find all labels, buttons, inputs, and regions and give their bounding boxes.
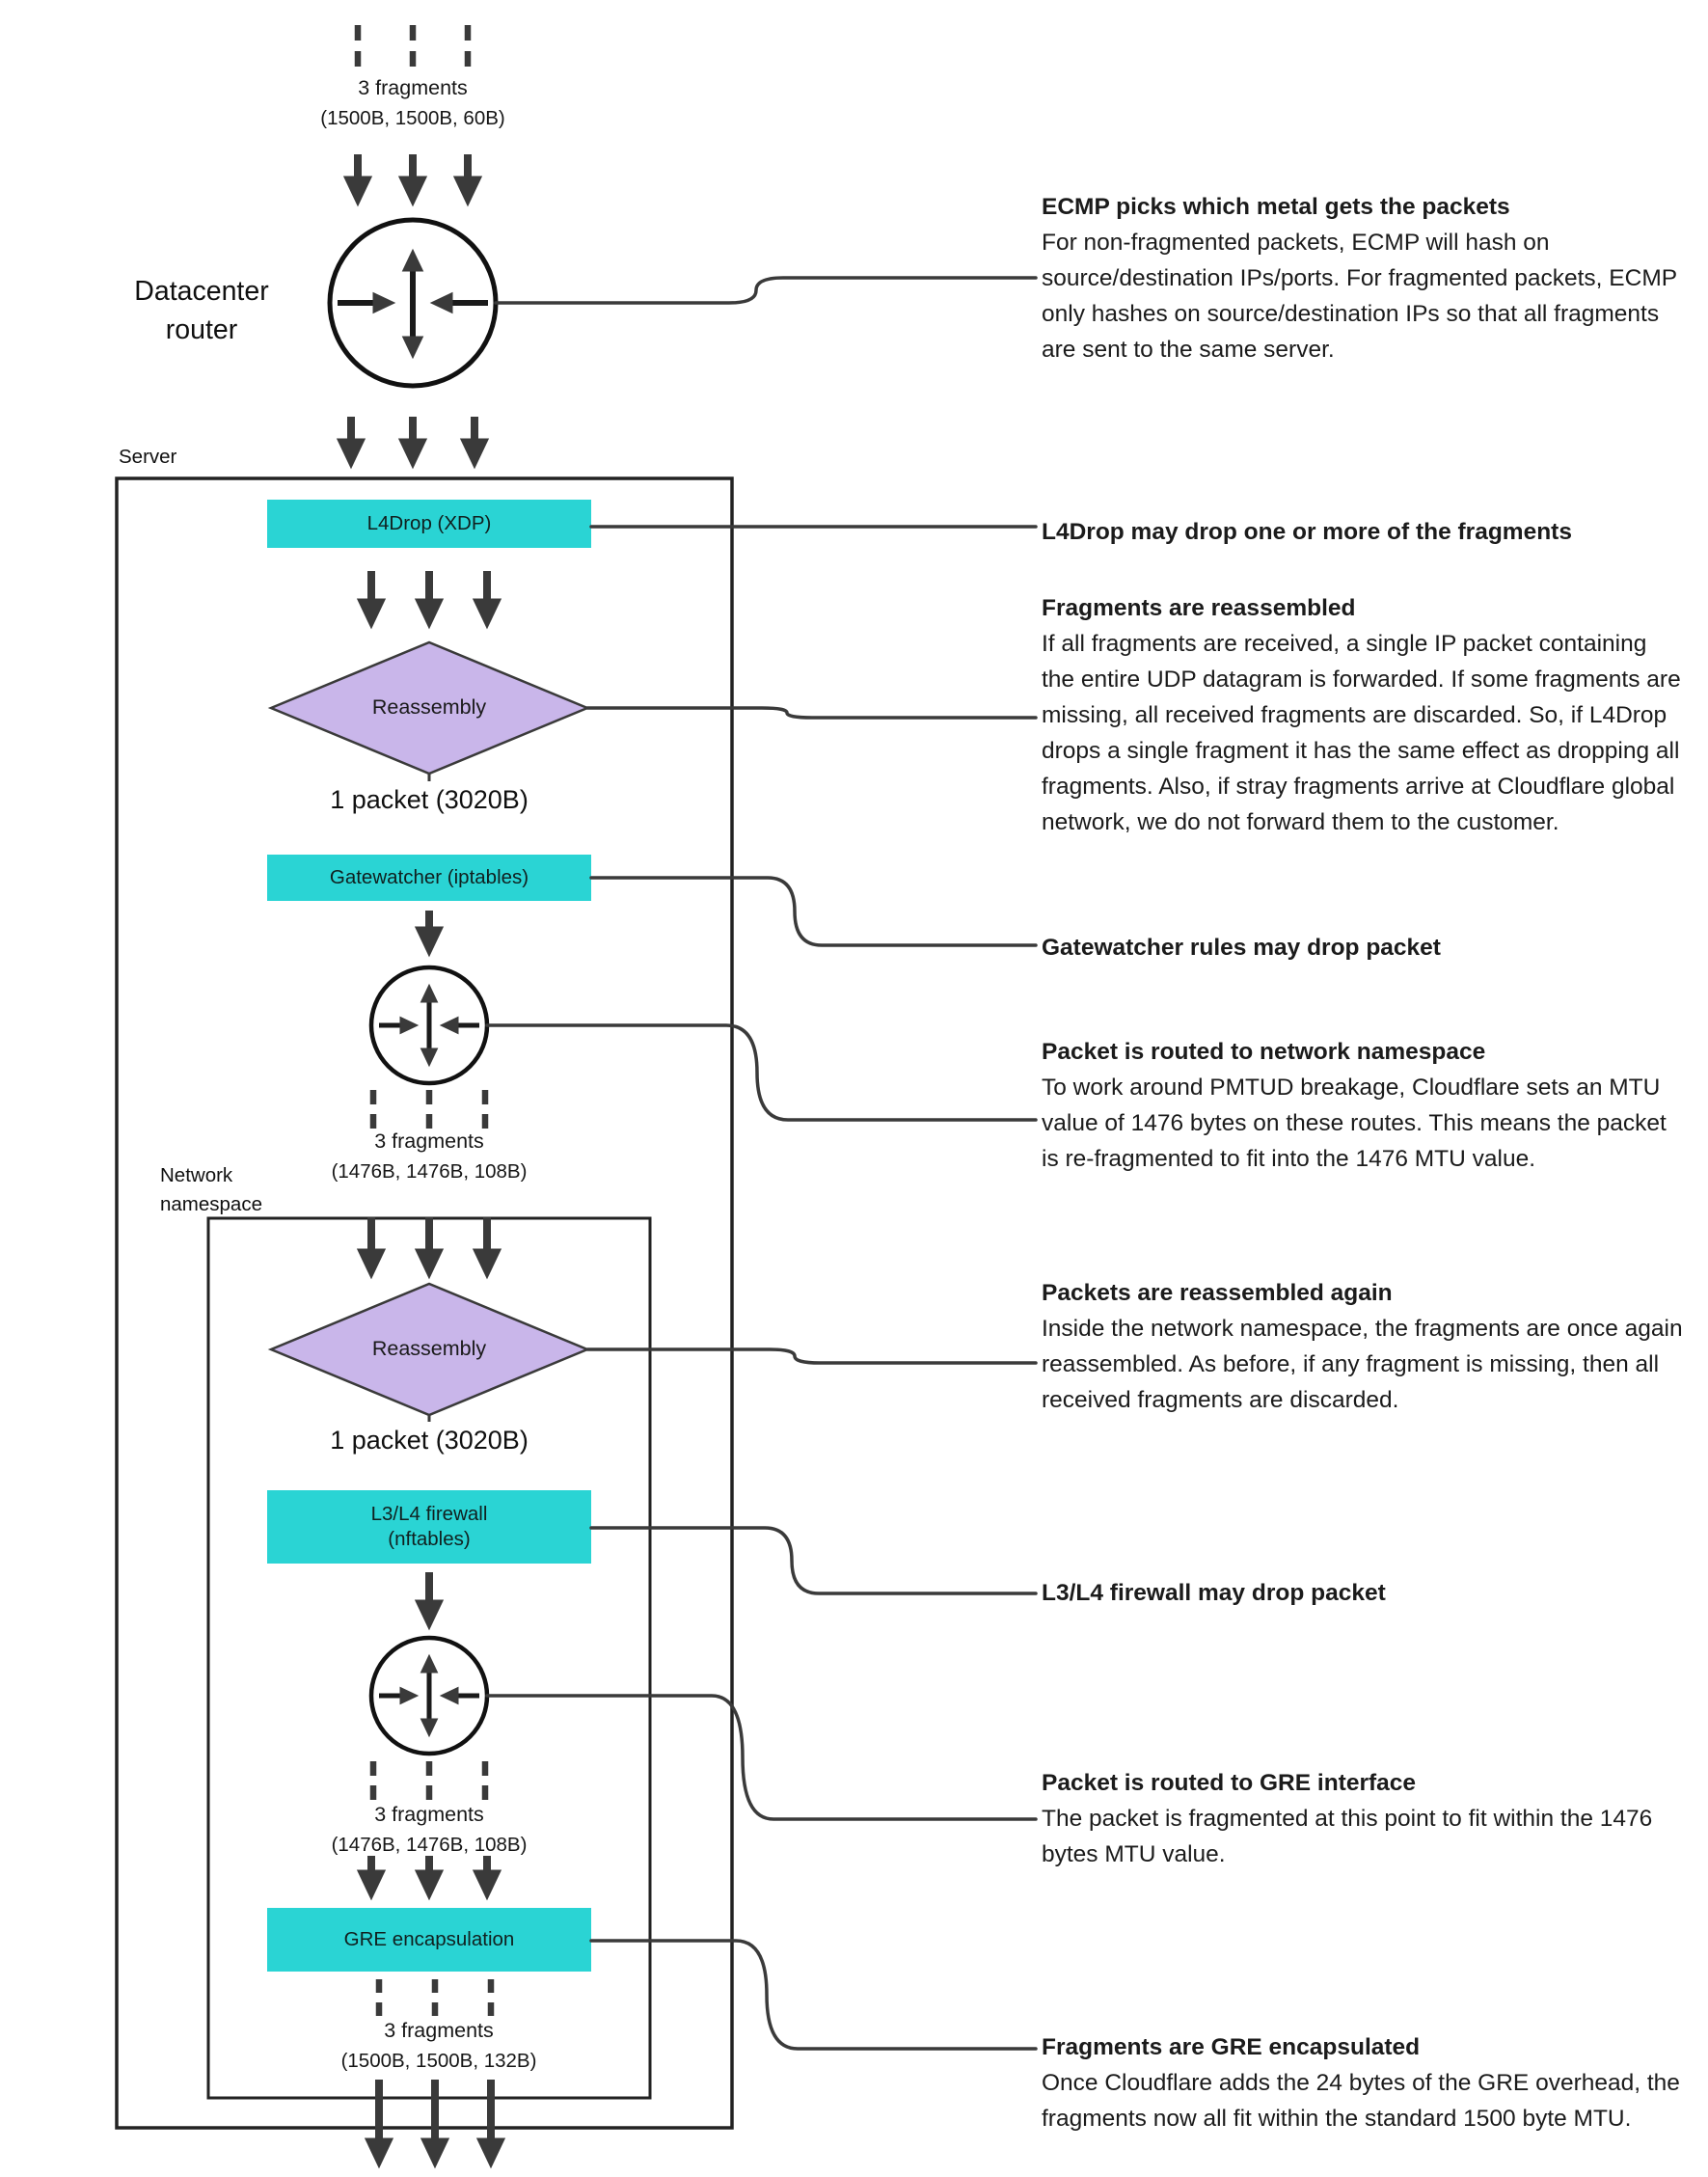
fragment-sizes: (1476B, 1476B, 108B) — [331, 1834, 528, 1856]
fragment-count: 3 fragments — [374, 1129, 484, 1153]
annotation-body: To work around PMTUD breakage, Cloudflar… — [1042, 1075, 1667, 1172]
fragment-count: 3 fragments — [358, 76, 468, 99]
network-namespace-label: Network namespace — [160, 1164, 262, 1215]
datacenter-router-label: Datacenter router — [134, 276, 269, 345]
fragments-label-encapsulated: 3 fragments (1500B, 1500B, 132B) — [294, 2018, 583, 2074]
annotation-body: For non-fragmented packets, ECMP will ha… — [1042, 230, 1677, 363]
packet-label-1: 1 packet (3020B) — [330, 785, 529, 814]
fragment-count: 3 fragments — [384, 2019, 494, 2042]
annotation-body: The packet is fragmented at this point t… — [1042, 1806, 1653, 1867]
reassembly-label-2: Reassembly — [371, 1337, 487, 1360]
fragments-label-namespace-in: 3 fragments (1476B, 1476B, 108B) — [285, 1129, 574, 1184]
annotation-body: Once Cloudflare adds the 24 bytes of the… — [1042, 2070, 1680, 2132]
annotation-gre-encapsulated: Fragments are GRE encapsulated Once Clou… — [1042, 2029, 1683, 2136]
annotation-title: Packet is routed to network namespace — [1042, 1039, 1486, 1065]
fragment-sizes: (1476B, 1476B, 108B) — [331, 1160, 528, 1183]
annotation-title: Fragments are reassembled — [1042, 595, 1356, 621]
fragment-count: 3 fragments — [374, 1803, 484, 1826]
fragments-label-gre-in: 3 fragments (1476B, 1476B, 108B) — [285, 1802, 574, 1858]
annotation-ecmp: ECMP picks which metal gets the packets … — [1042, 189, 1683, 367]
annotation-reassembled: Fragments are reassembled If all fragmen… — [1042, 590, 1683, 840]
annotation-gatewatcher: Gatewatcher rules may drop packet — [1042, 930, 1683, 966]
fragment-sizes: (1500B, 1500B, 132B) — [340, 2050, 537, 2072]
annotation-title: Fragments are GRE encapsulated — [1042, 2034, 1421, 2060]
fragments-label-top: 3 fragments (1500B, 1500B, 60B) — [268, 75, 557, 131]
annotation-routed-namespace: Packet is routed to network namespace To… — [1042, 1034, 1683, 1177]
server-label: Server — [119, 446, 177, 468]
annotation-title: L4Drop may drop one or more of the fragm… — [1042, 519, 1572, 545]
reassembly-label-1: Reassembly — [371, 695, 487, 719]
annotation-title: Packet is routed to GRE interface — [1042, 1770, 1417, 1796]
fragment-sizes: (1500B, 1500B, 60B) — [320, 107, 505, 129]
annotation-title: Packets are reassembled again — [1042, 1280, 1393, 1306]
annotation-l4drop: L4Drop may drop one or more of the fragm… — [1042, 514, 1683, 550]
annotation-title: Gatewatcher rules may drop packet — [1042, 935, 1441, 961]
annotation-gre-interface: Packet is routed to GRE interface The pa… — [1042, 1765, 1683, 1872]
annotation-title: L3/L4 firewall may drop packet — [1042, 1580, 1386, 1606]
packet-label-2: 1 packet (3020B) — [330, 1426, 529, 1455]
annotation-title: ECMP picks which metal gets the packets — [1042, 194, 1510, 220]
annotation-body: Inside the network namespace, the fragme… — [1042, 1316, 1683, 1413]
annotation-reassembled-again: Packets are reassembled again Inside the… — [1042, 1275, 1683, 1418]
annotation-body: If all fragments are received, a single … — [1042, 631, 1681, 835]
annotation-firewall: L3/L4 firewall may drop packet — [1042, 1575, 1683, 1611]
